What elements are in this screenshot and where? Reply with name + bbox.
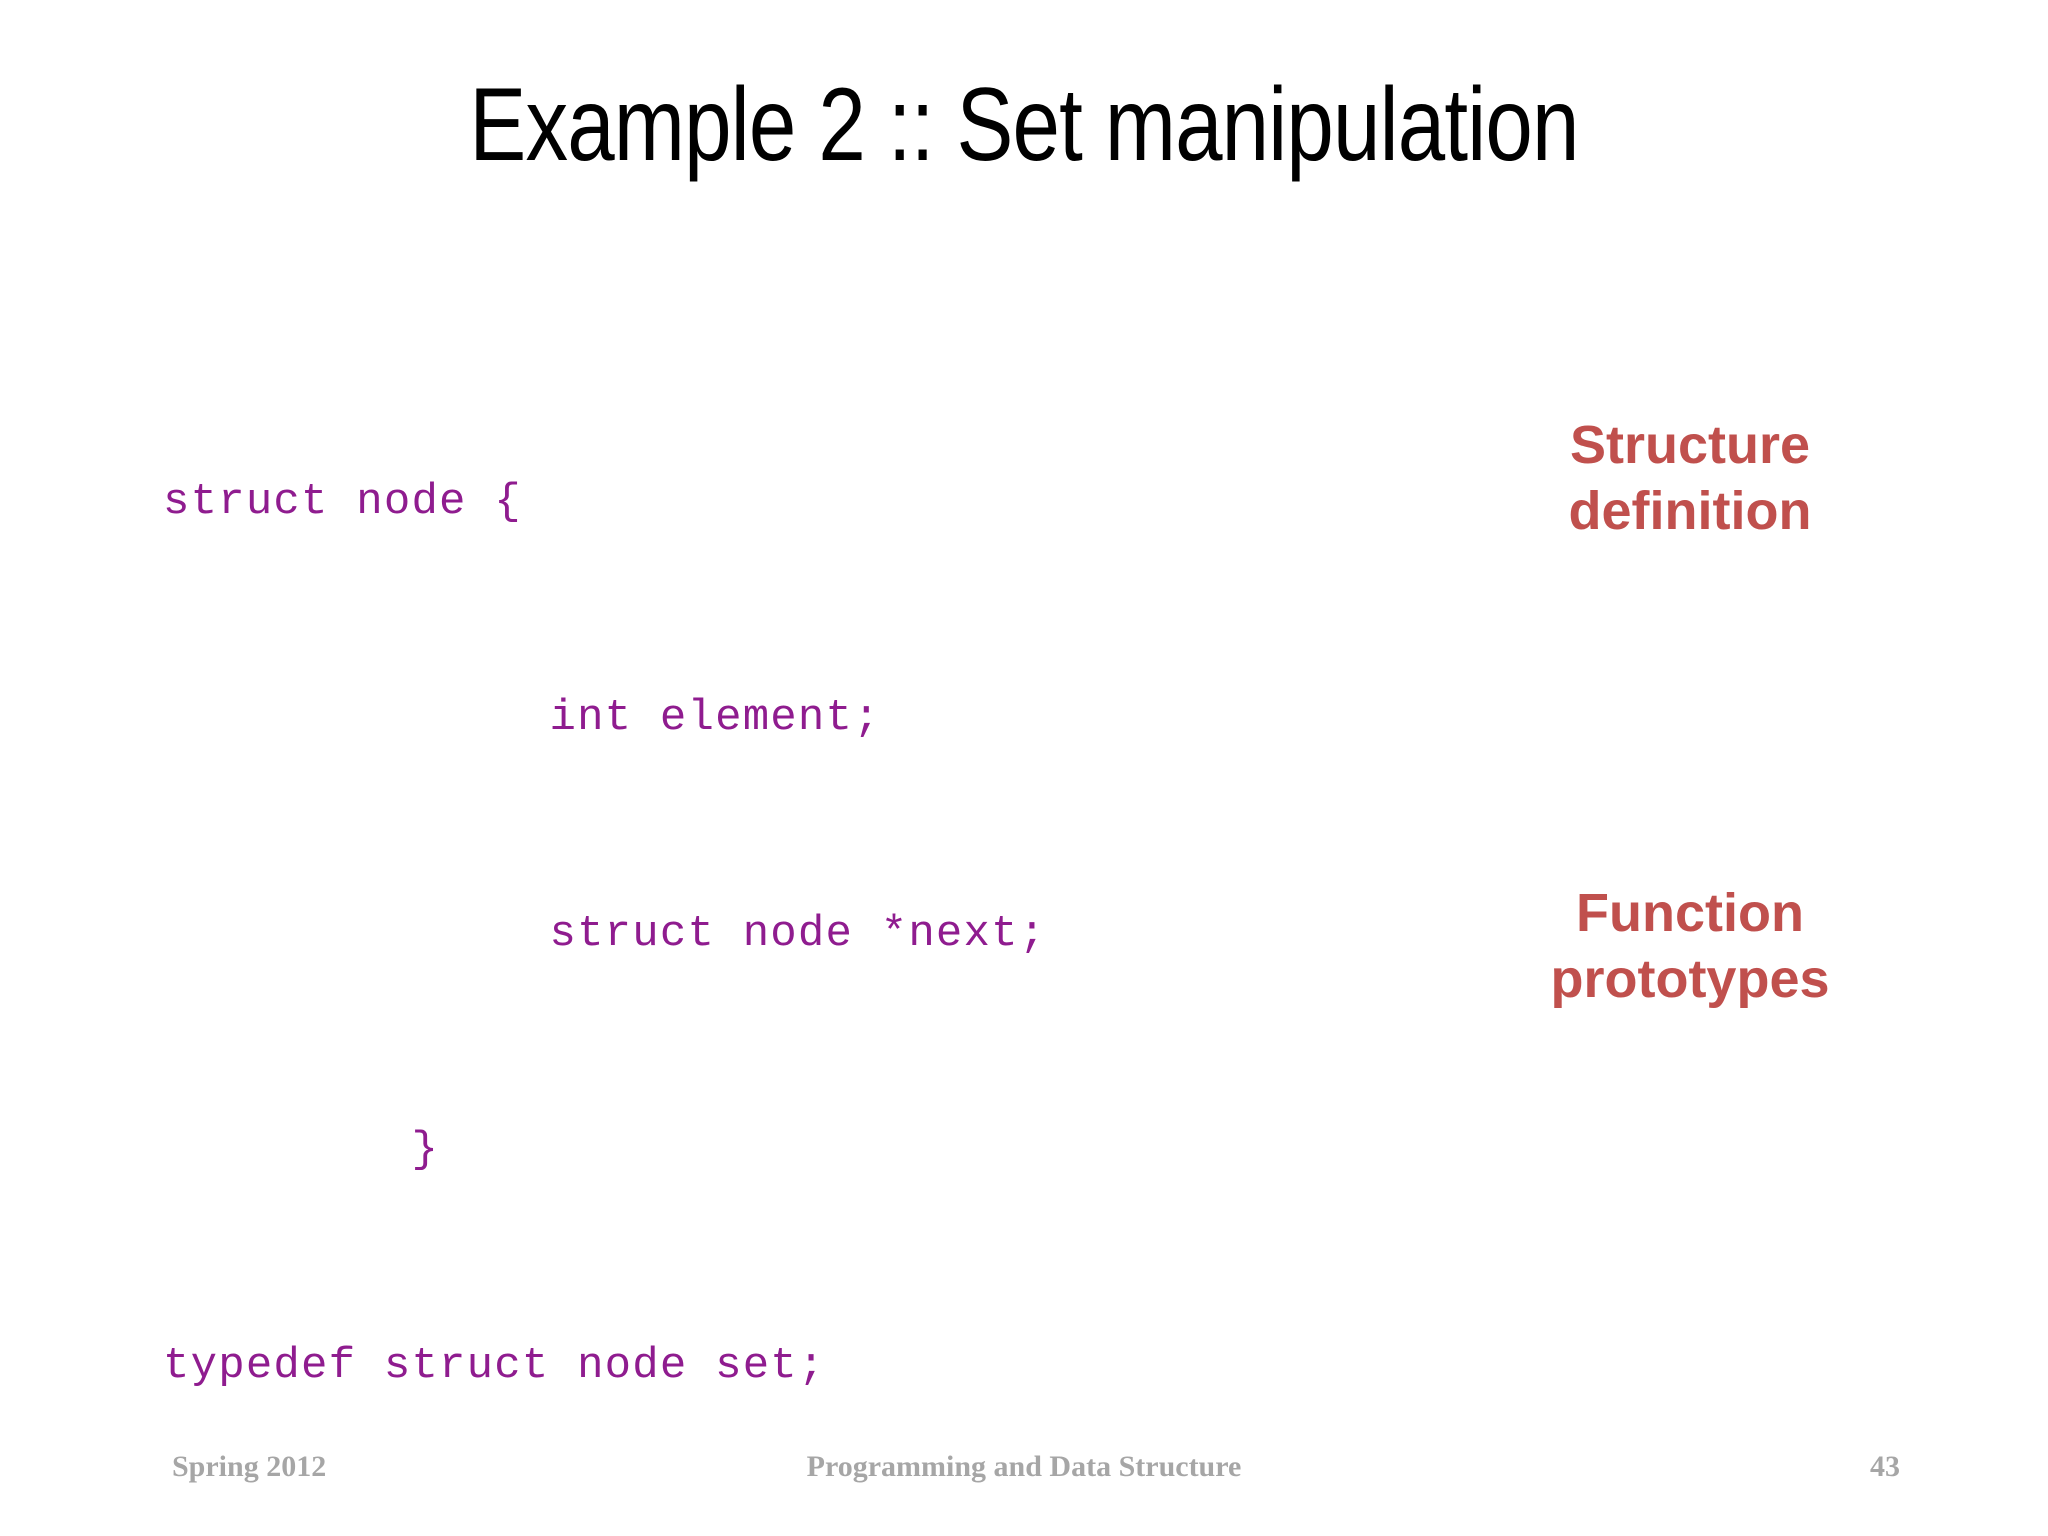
code-line: } — [163, 1125, 440, 1175]
footer-course-title: Programming and Data Structure — [806, 1450, 1242, 1483]
footer: Spring 2012 Programming and Data Structu… — [0, 1450, 2048, 1500]
code-line: typedef struct node set; — [163, 1341, 826, 1391]
code-line: struct node { — [163, 477, 522, 527]
footer-page-number: 43 — [1870, 1450, 1900, 1483]
page-title: Example 2 :: Set manipulation — [469, 67, 1579, 183]
code-block: struct node { int element; struct node *… — [163, 322, 1046, 1536]
code-line: int element; — [163, 693, 881, 743]
footer-term: Spring 2012 — [172, 1450, 327, 1483]
annotation-function-prototypes: Function prototypes — [1550, 883, 1830, 1009]
annotation-structure-definition: Structure definition — [1568, 415, 1812, 541]
code-line: struct node *next; — [163, 909, 1047, 959]
